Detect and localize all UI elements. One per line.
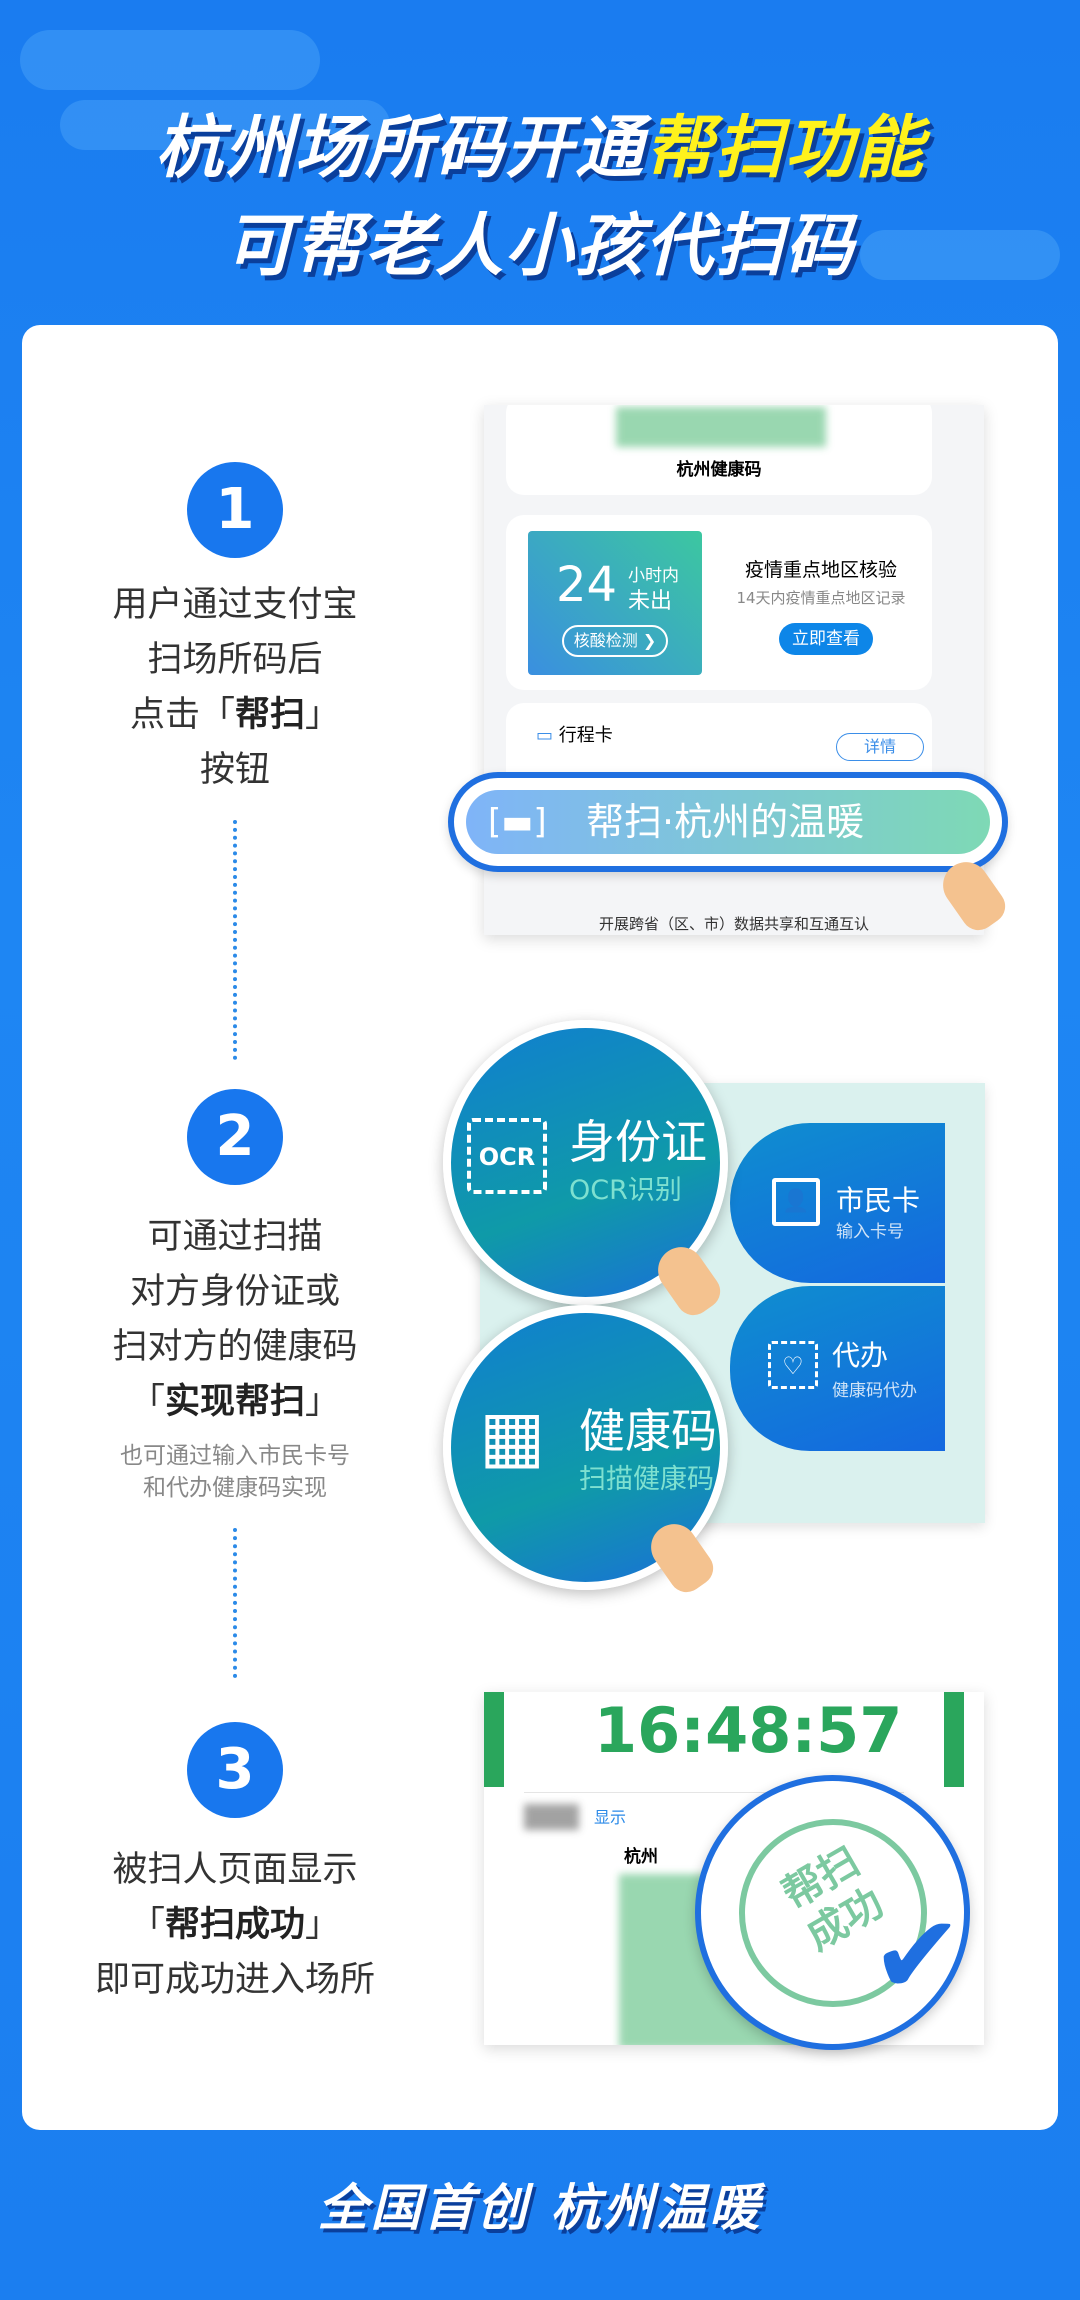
region-check-sub: 14天内疫情重点地区记录 bbox=[736, 589, 906, 607]
detail-button[interactable]: 详情 bbox=[836, 733, 924, 761]
heart-icon: ♡ bbox=[768, 1341, 818, 1389]
help-scan-highlight: [▬] 帮扫·杭州的温暖 bbox=[448, 772, 1008, 872]
nucleic-test-button[interactable]: 核酸检测 ❯ bbox=[562, 625, 668, 657]
step-connector bbox=[233, 820, 237, 1060]
step-1-description: 用户通过支付宝扫场所码后 点击「帮扫」 按钮 bbox=[112, 585, 358, 790]
page-title-line2: 可帮老人小孩代扫码 bbox=[224, 207, 855, 286]
show-link[interactable]: 显示 bbox=[594, 1808, 627, 1827]
footer-slogan: 全国首创 杭州温暖 bbox=[317, 2179, 763, 2237]
region-check-title: 疫情重点地区核验 bbox=[744, 559, 897, 581]
step-2-description: 可通过扫描对方身份证或扫对方的健康码 「实现帮扫」 bbox=[112, 1217, 358, 1422]
health-code-title: 杭州健康码 bbox=[676, 460, 762, 480]
citizen-card-option[interactable]: 👤 市民卡 输入卡号 bbox=[730, 1123, 945, 1283]
checkmark-icon: ✔ bbox=[871, 1891, 964, 2019]
step-number-3: 3 bbox=[187, 1722, 283, 1818]
step-connector bbox=[233, 1528, 237, 1678]
step-2-note: 也可通过输入市民卡号和代办健康码实现 bbox=[120, 1443, 350, 1501]
background-cloud bbox=[860, 230, 1060, 280]
code-title: 杭州 bbox=[624, 1847, 658, 1867]
page-title-line1: 杭州场所码开通帮扫功能 bbox=[154, 109, 926, 188]
view-now-button[interactable]: 立即查看 bbox=[779, 623, 873, 655]
id-card-icon: ▭ bbox=[536, 725, 554, 746]
proxy-option[interactable]: ♡ 代办 健康码代办 bbox=[730, 1286, 945, 1451]
hours-value: 24 bbox=[556, 557, 618, 613]
background-cloud bbox=[60, 100, 390, 150]
step-3-description: 被扫人页面显示 「帮扫成功」 即可成功进入场所 bbox=[94, 1850, 375, 2000]
time-display: 16:48:57 bbox=[594, 1694, 903, 1767]
hours-status: 未出 bbox=[628, 589, 673, 614]
footnote: 开展跨省（区、市）数据共享和互通互认 bbox=[598, 915, 869, 933]
id-card-option[interactable]: OCR 身份证 OCR识别 bbox=[443, 1020, 728, 1305]
qr-code-icon: ▦ bbox=[479, 1395, 546, 1477]
scan-icon: [▬] bbox=[488, 802, 547, 842]
hours-label: 小时内 bbox=[628, 566, 679, 586]
step-number-1: 1 bbox=[187, 462, 283, 558]
citizen-card-icon: 👤 bbox=[772, 1178, 820, 1226]
background-cloud bbox=[20, 30, 320, 90]
ocr-icon: OCR bbox=[467, 1118, 547, 1194]
success-stamp: 帮扫成功 ✔ bbox=[695, 1775, 970, 2050]
trip-card-label: ▭ 行程卡 bbox=[536, 725, 613, 746]
help-scan-button[interactable]: [▬] 帮扫·杭州的温暖 bbox=[466, 790, 990, 854]
step-number-2: 2 bbox=[187, 1089, 283, 1185]
nucleic-panel: 24 小时内 未出 核酸检测 ❯ bbox=[528, 531, 702, 675]
